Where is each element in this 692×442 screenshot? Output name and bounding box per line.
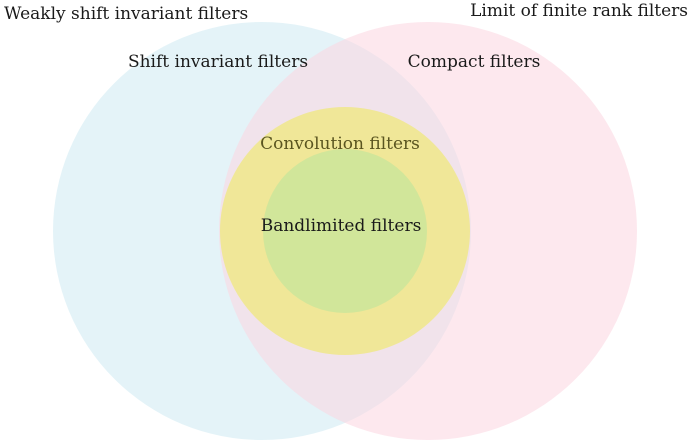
limit-finite-rank-label: Limit of finite rank filters <box>470 1 688 21</box>
bandlimited-circle <box>263 149 427 313</box>
weakly-shift-invariant-label: Weakly shift invariant filters <box>4 4 248 24</box>
bandlimited-label: Bandlimited filters <box>261 216 422 236</box>
shift-invariant-label: Shift invariant filters <box>128 52 308 72</box>
compact-label: Compact filters <box>408 52 541 72</box>
convolution-label: Convolution filters <box>260 134 420 154</box>
